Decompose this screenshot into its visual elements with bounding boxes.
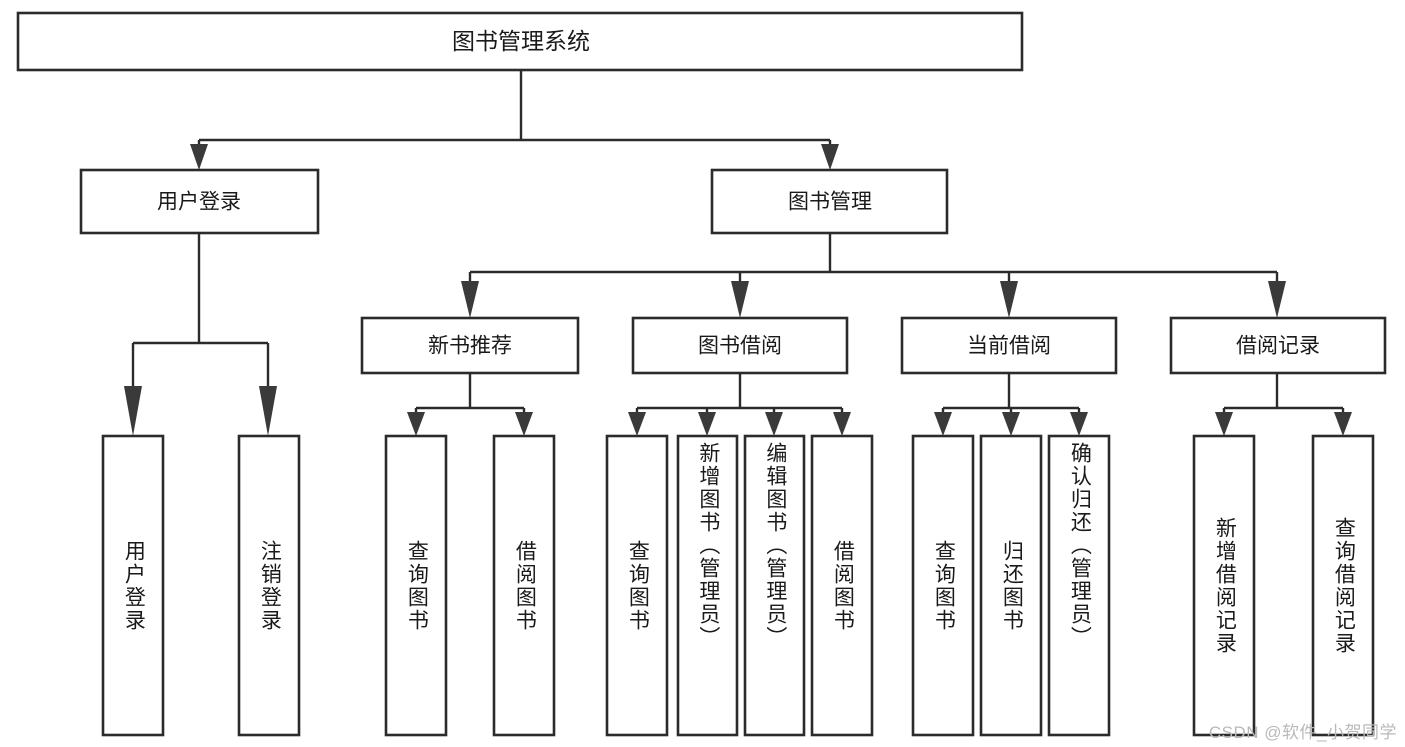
connector-group-root bbox=[190, 70, 839, 170]
node-book-manage[interactable]: 图书管理 bbox=[710, 168, 949, 235]
node-current-borrow[interactable]: 当前借阅 bbox=[900, 316, 1118, 375]
leaf-box-book-borrow-add[interactable] bbox=[676, 434, 739, 737]
arrow-head-icon bbox=[833, 412, 851, 436]
leaf-box-new-book-query[interactable] bbox=[384, 434, 448, 737]
arrow-head-icon bbox=[628, 412, 646, 436]
leaf-box-book-borrow-query[interactable] bbox=[605, 434, 669, 737]
arrow-head-icon bbox=[515, 412, 533, 436]
leaf-box-borrow-records-add[interactable] bbox=[1192, 434, 1256, 737]
arrow-head-icon bbox=[190, 144, 208, 170]
arrow-head-icon bbox=[1002, 412, 1020, 436]
node-book-borrow-label: 图书借阅 bbox=[698, 335, 782, 358]
leaf-box-user-login-logout[interactable] bbox=[237, 434, 301, 737]
node-book-borrow-box[interactable] bbox=[631, 316, 849, 375]
arrow-head-icon bbox=[124, 386, 142, 436]
node-user-login[interactable]: 用户登录 bbox=[79, 168, 320, 235]
arrow-head-icon bbox=[731, 281, 749, 318]
leaf-box-group-current-borrow bbox=[911, 434, 1111, 737]
leaf-box-group-borrow-records bbox=[1192, 434, 1375, 737]
leaf-box-borrow-records-query[interactable] bbox=[1311, 434, 1375, 737]
connector-group-book-borrow bbox=[628, 373, 851, 436]
arrow-head-icon bbox=[461, 281, 479, 318]
leaf-box-group-new-book bbox=[384, 434, 556, 737]
arrow-head-icon bbox=[765, 412, 783, 436]
node-new-book-recommend[interactable]: 新书推荐 bbox=[360, 316, 580, 375]
leaf-box-book-borrow-edit[interactable] bbox=[743, 434, 806, 737]
connector-group-borrow-records bbox=[1215, 373, 1352, 436]
leaf-box-book-borrow-borrow[interactable] bbox=[810, 434, 874, 737]
node-current-borrow-box[interactable] bbox=[900, 316, 1118, 375]
leaf-box-current-borrow-query[interactable] bbox=[911, 434, 975, 737]
watermark-text: CSDN @软件_小贺同学 bbox=[1208, 723, 1397, 742]
leaf-box-new-book-borrow[interactable] bbox=[492, 434, 556, 737]
leaf-box-group-user-login bbox=[101, 434, 301, 737]
arrow-head-icon bbox=[1070, 412, 1088, 436]
leaf-box-current-borrow-confirm[interactable] bbox=[1047, 434, 1111, 737]
node-borrow-records-box[interactable] bbox=[1169, 316, 1387, 375]
node-system-title-box[interactable] bbox=[16, 11, 1024, 72]
node-book-borrow[interactable]: 图书借阅 bbox=[631, 316, 849, 375]
arrow-head-icon bbox=[934, 412, 952, 436]
node-book-manage-label: 图书管理 bbox=[788, 191, 872, 214]
node-new-book-recommend-box[interactable] bbox=[360, 316, 580, 375]
node-user-login-label: 用户登录 bbox=[157, 191, 241, 214]
connector-group-current-borrow bbox=[934, 373, 1088, 436]
node-current-borrow-label: 当前借阅 bbox=[967, 335, 1051, 358]
leaf-box-user-login-login[interactable] bbox=[101, 434, 165, 737]
arrow-head-icon bbox=[821, 144, 839, 170]
arrow-head-icon bbox=[1334, 412, 1352, 436]
arrow-head-icon bbox=[259, 386, 277, 436]
node-borrow-records-label: 借阅记录 bbox=[1236, 335, 1320, 358]
arrow-head-icon bbox=[698, 412, 716, 436]
node-borrow-records[interactable]: 借阅记录 bbox=[1169, 316, 1387, 375]
node-new-book-recommend-label: 新书推荐 bbox=[428, 335, 512, 358]
arrow-head-icon bbox=[1000, 281, 1018, 318]
node-user-login-box[interactable] bbox=[79, 168, 320, 235]
arrow-head-icon bbox=[1268, 281, 1286, 318]
leaf-box-group-book-borrow bbox=[605, 434, 874, 737]
node-system-title[interactable]: 图书管理系统 bbox=[16, 11, 1024, 72]
connector-group-user-login bbox=[124, 233, 277, 436]
connector-group-book-manage bbox=[461, 233, 1286, 318]
connector-group-new-book bbox=[407, 373, 533, 436]
node-book-manage-box[interactable] bbox=[710, 168, 949, 235]
leaf-box-current-borrow-return[interactable] bbox=[979, 434, 1043, 737]
arrow-head-icon bbox=[407, 412, 425, 436]
arrow-head-icon bbox=[1215, 412, 1233, 436]
node-system-title-label: 图书管理系统 bbox=[452, 28, 590, 54]
